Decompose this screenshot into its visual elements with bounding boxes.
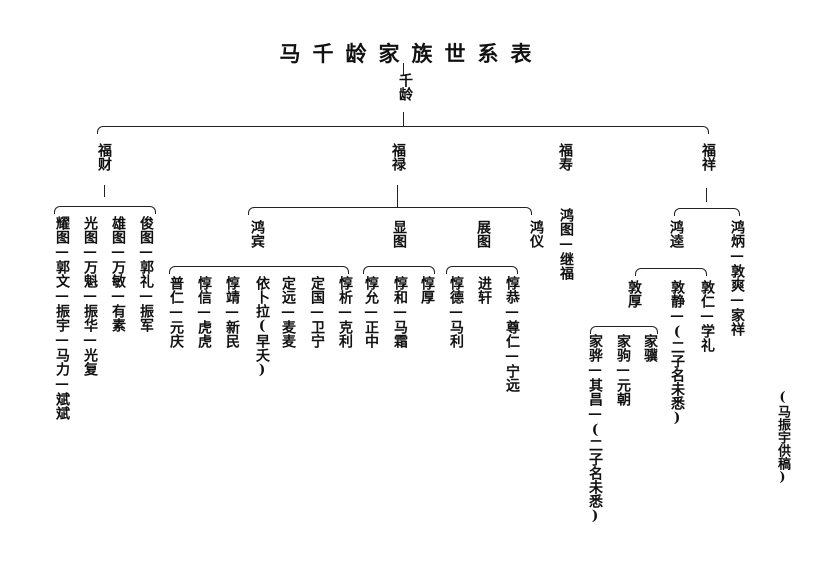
hongbin-child-1: 普仁—元庆	[168, 276, 184, 348]
fushou-child-1: 鸿图—继福	[558, 208, 574, 280]
xiantu-child-1: 惇允—正中	[363, 276, 379, 348]
hongbin-child-3: 惇靖—新民	[224, 276, 240, 348]
xiantu-child-2: 惇和—马霜	[392, 276, 408, 348]
node-zhantu: 展图	[475, 220, 491, 248]
fucai-child-4: 俊图—郭礼—振军	[138, 216, 154, 332]
node-hongyi: 鸿仪	[528, 220, 544, 248]
node-hongda: 鸿逵	[668, 220, 684, 248]
node-fucai: 福财	[96, 143, 112, 171]
node-dunhou: 敦厚	[626, 280, 642, 308]
fucai-bracket	[54, 206, 156, 214]
zhantu-child-2: 进轩	[476, 276, 492, 304]
root-node: 千龄	[397, 73, 413, 101]
zhantu-bracket	[446, 266, 518, 274]
dunhou-child-3: 家骥	[642, 334, 658, 362]
hongbin-child-7: 惇析—克利	[337, 276, 353, 348]
fuxiang-connector	[706, 188, 707, 202]
fuxiang-bracket	[674, 208, 740, 216]
zhantu-child-3: 惇恭—尊仁—宁远	[504, 276, 520, 392]
node-fulu: 福禄	[390, 143, 406, 171]
fucai-connector	[104, 185, 105, 197]
xiantu-child-3: 惇厚	[419, 276, 435, 304]
hongbin-child-6: 定国—卫宁	[309, 276, 325, 348]
dunhou-bracket	[590, 326, 658, 334]
fucai-child-2: 光图—万魁—振华—光复	[82, 216, 98, 376]
dunhou-child-1: 家骅—其昌—(二子名未悉)	[587, 334, 603, 524]
fulu-bracket	[248, 207, 532, 215]
root-connector	[403, 63, 404, 75]
hongbin-child-4: 依卜拉(早夭)	[254, 276, 270, 378]
node-fuxiang: 福祥	[700, 143, 716, 171]
node-fushou: 福寿	[557, 143, 573, 171]
node-xiantu: 显图	[391, 220, 407, 248]
contributor-note: (马振宇供稿)	[775, 390, 790, 485]
hongbin-child-5: 定远—麦麦	[280, 276, 296, 348]
hongbin-bracket	[169, 266, 349, 274]
fulu-connector	[397, 185, 398, 207]
hongda-bracket	[635, 268, 707, 276]
node-hongbin: 鸿宾	[249, 220, 265, 248]
fucai-child-3: 雄图—万敏—有素	[110, 216, 126, 332]
page-title: 马千龄家族世系表	[279, 41, 544, 66]
gen2-bracket	[97, 126, 709, 134]
node-dunren: 敦仁—学礼	[699, 280, 715, 352]
root-connector-down	[403, 112, 404, 126]
node-dunjing: 敦静—(二子名未悉)	[669, 280, 685, 426]
fucai-child-1: 耀图—郭文—振宇—马力—斌斌	[54, 216, 70, 420]
xiantu-bracket	[363, 266, 435, 274]
node-hongbing: 鸿炳—敦爽—家祥	[729, 220, 745, 336]
dunhou-child-2: 家驹—元朝	[615, 334, 631, 406]
zhantu-child-1: 惇德—马利	[448, 276, 464, 348]
hongbin-child-2: 惇信—虎虎	[196, 276, 212, 348]
